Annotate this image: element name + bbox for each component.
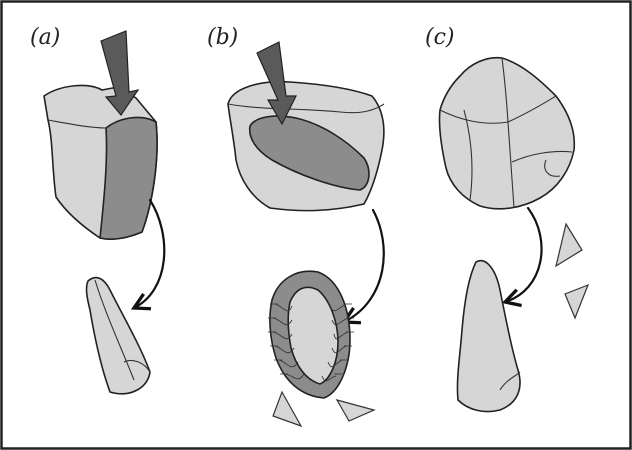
biface-b: [268, 270, 354, 399]
blade-a: [85, 276, 151, 395]
curved-arrow-c: [505, 206, 543, 302]
strike-arrow-a: [100, 30, 140, 116]
panel-b: [227, 41, 385, 428]
flake-c-1: [555, 222, 583, 268]
panel-c: [438, 56, 590, 413]
edge-ticks-b: [268, 303, 354, 375]
panel-label-c: (c): [425, 25, 455, 50]
point-c: [456, 259, 521, 413]
flake-c-2: [564, 283, 590, 320]
core-a: [43, 84, 158, 240]
core-c: [438, 56, 576, 210]
strike-arrow-b: [256, 41, 297, 126]
curved-arrow-b: [344, 208, 385, 322]
panel-label-a: (a): [30, 25, 60, 50]
core-b: [227, 80, 385, 212]
flake-b-1: [272, 390, 303, 428]
panel-label-b: (b): [207, 25, 238, 50]
flake-b-2: [335, 399, 376, 422]
curved-arrow-a: [134, 198, 166, 308]
panel-a: [43, 30, 166, 395]
flake-scars-b: [273, 303, 349, 382]
